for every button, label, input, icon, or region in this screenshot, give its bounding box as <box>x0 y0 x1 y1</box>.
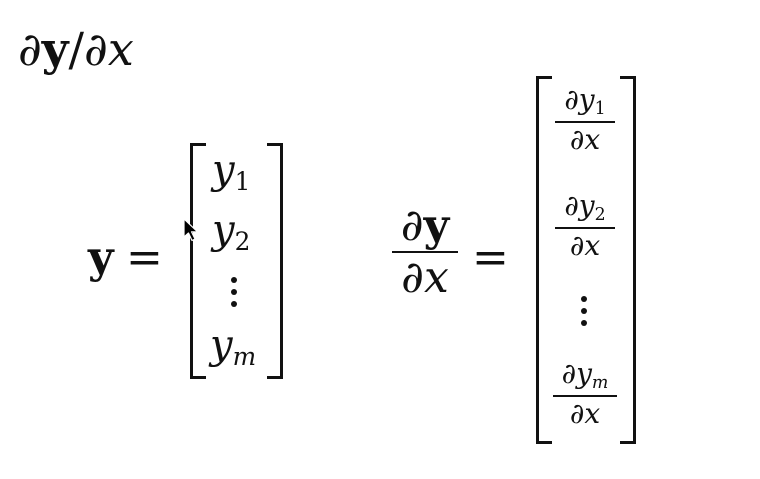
derivative-equals: = <box>472 232 509 283</box>
vector-y-symbol: y <box>88 232 114 283</box>
vector-y-right-bracket <box>267 143 283 379</box>
title-partial: ∂ <box>18 22 42 76</box>
derivative-right-bracket <box>620 76 636 444</box>
title-slash: / <box>68 22 85 76</box>
fraction-bar <box>392 251 458 253</box>
vector-y-equals: = <box>126 232 163 283</box>
title-partial: ∂ <box>84 22 108 76</box>
derivative-left-bracket <box>536 76 552 444</box>
title-y: y <box>41 22 69 76</box>
fraction-bar <box>555 227 615 230</box>
vector-y-vdots <box>229 277 239 313</box>
derivative-lhs-denominator: ∂x <box>401 252 449 303</box>
slide-title: ∂y/∂x <box>18 26 134 72</box>
mouse-pointer-icon <box>183 218 199 242</box>
derivative-entry-1: ∂y1 ∂x <box>555 86 615 154</box>
title-x: x <box>107 22 134 76</box>
derivative-lhs-numerator: ∂y <box>400 200 450 251</box>
fraction-bar <box>555 121 615 124</box>
derivative-vdots <box>579 296 589 332</box>
vector-y-entry-m: ym <box>210 322 257 371</box>
vector-y-lhs: y <box>88 236 114 280</box>
derivative-lhs-fraction: ∂y ∂x <box>392 204 458 300</box>
vector-y-left-bracket <box>190 143 206 379</box>
fraction-bar <box>553 395 617 398</box>
derivative-entry-m: ∂ym ∂x <box>553 360 617 428</box>
vector-y-entry-1: y1 <box>212 147 251 196</box>
derivative-entry-2: ∂y2 ∂x <box>555 192 615 260</box>
vector-y-entry-2: y2 <box>212 207 251 256</box>
